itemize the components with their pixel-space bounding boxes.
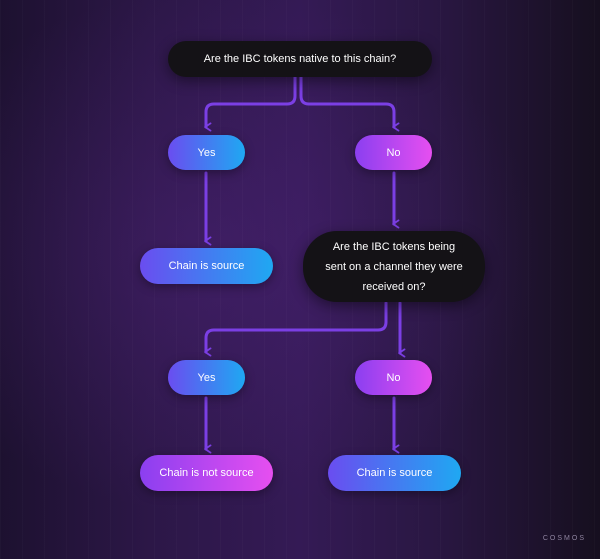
arrow-q2-to-yes [204, 301, 388, 357]
answer-yes-native-label: Yes [197, 146, 216, 159]
answer-no-native: No [355, 135, 432, 170]
answer-no-channel-label: No [386, 371, 401, 384]
answer-no-native-label: No [386, 146, 401, 159]
arrow-q1-to-yes [204, 75, 297, 132]
result-chain-is-not-source-label: Chain is not source [159, 467, 254, 479]
result-chain-is-not-source: Chain is not source [140, 455, 273, 491]
question-same-channel-line-2: sent on a channel they were [325, 260, 463, 273]
arrow-q1-to-no [299, 75, 400, 132]
question-same-channel-line-1: Are the IBC tokens being [332, 240, 456, 253]
result-chain-is-source-2-label: Chain is source [356, 467, 433, 479]
cosmos-logo-text: COSMOS [542, 535, 586, 542]
result-chain-is-source-1-label: Chain is source [168, 260, 245, 272]
result-chain-is-source-2: Chain is source [328, 455, 461, 491]
question-same-channel: Are the IBC tokens being sent on a chann… [303, 231, 485, 302]
cosmos-logo: COSMOS [543, 535, 586, 542]
question-native-tokens: Are the IBC tokens native to this chain? [168, 41, 432, 77]
answer-no-channel: No [355, 360, 432, 395]
answer-yes-channel: Yes [168, 360, 245, 395]
answer-yes-native: Yes [168, 135, 245, 170]
question-native-tokens-label: Are the IBC tokens native to this chain? [203, 53, 397, 65]
result-chain-is-source-1: Chain is source [140, 248, 273, 284]
question-same-channel-line-3: received on? [362, 280, 426, 293]
answer-yes-channel-label: Yes [197, 371, 216, 384]
